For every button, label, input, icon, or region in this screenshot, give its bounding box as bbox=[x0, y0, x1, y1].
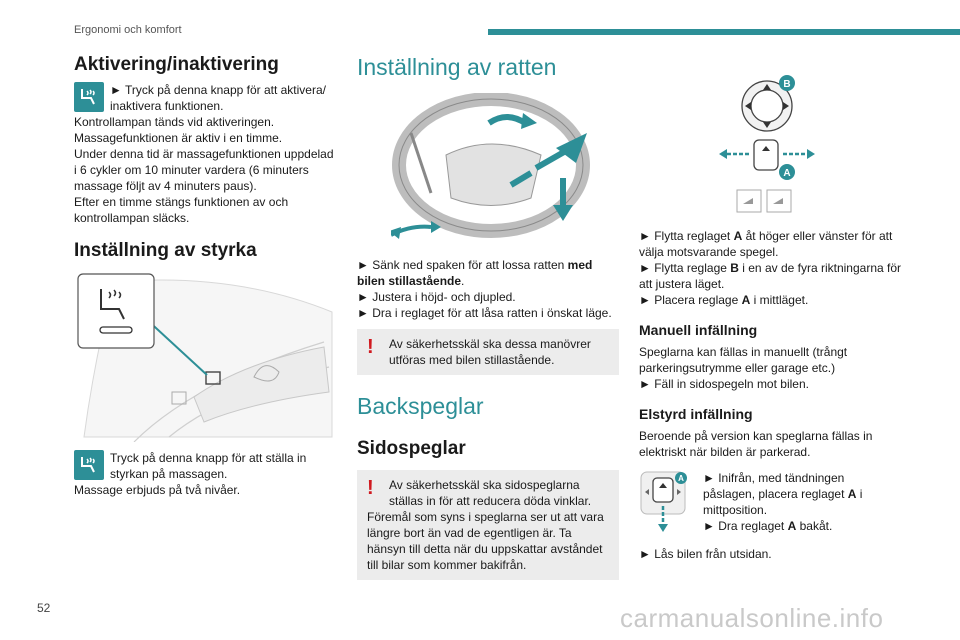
heading-electric-fold: Elstyrd infällning bbox=[639, 406, 753, 422]
mirror-bullet-2-bold: B bbox=[730, 261, 739, 275]
electric-bullet-1-text: ► Inifrån, med tändningen påslagen, plac… bbox=[703, 471, 848, 501]
electric-fold-text: Beroende på version kan speglarna fällas… bbox=[639, 429, 873, 459]
activation-row: ► Tryck på denna knapp för att aktivera/… bbox=[74, 82, 336, 114]
wheel-bullet-1-bold: med bilen stillastående bbox=[357, 258, 593, 288]
mirror-bullet-2-text: ► Flytta reglage bbox=[639, 261, 731, 275]
electric-fold-row: A ► Inifrån, med tändningen påslagen, pl… bbox=[639, 470, 901, 534]
mirror-control-illustration: B A bbox=[719, 54, 819, 214]
column-left: Aktivering/inaktivering ► Tryck på denna… bbox=[74, 54, 336, 498]
page-number: 52 bbox=[37, 601, 51, 615]
heading-manual-fold: Manuell infällning bbox=[639, 322, 758, 338]
massage-strength-icon bbox=[74, 450, 104, 480]
watermark: carmanualsonline.info bbox=[620, 603, 884, 633]
warning-text-mirrors-b: Föremål som syns i speglarna ser ut att … bbox=[367, 510, 604, 572]
mirror-bullet-3-bold: A bbox=[741, 293, 751, 307]
electric-bullet-1-bold: A bbox=[847, 487, 857, 501]
electric-bullet-2-text: ► Dra reglaget bbox=[703, 519, 788, 533]
fold-control-illustration: A bbox=[639, 470, 697, 534]
label-a-small: A bbox=[678, 474, 684, 483]
warning-text-wheel: Av säkerhetsskäl ska dessa manövrer utfö… bbox=[389, 337, 591, 367]
mirror-bullet-2: ► Flytta reglage B i en av de fyra riktn… bbox=[639, 260, 901, 292]
warning-box-wheel: ! Av säkerhetsskäl ska dessa manövrer ut… bbox=[357, 329, 619, 375]
activation-text-2: Massagefunktionen är aktiv i en timme. bbox=[74, 131, 283, 145]
mirror-bullet-1-bold: A bbox=[733, 229, 743, 243]
mirror-bullet-2-end: i en av de fyra riktningarna för att jus… bbox=[639, 261, 902, 291]
electric-bullet-2: ► Dra reglaget A bakåt. bbox=[703, 518, 893, 534]
heading-side-mirrors: Sidospeglar bbox=[357, 438, 466, 459]
wheel-bullet-2: ► Justera i höjd- och djupled. bbox=[357, 290, 516, 304]
heading-activation: Aktivering/inaktivering bbox=[74, 54, 279, 75]
header-accent-bar bbox=[488, 29, 960, 35]
header-section-title: Ergonomi och komfort bbox=[74, 24, 182, 36]
steering-wheel-illustration bbox=[389, 92, 591, 243]
activation-text-4: Efter en timme stängs funktionen av och … bbox=[74, 195, 289, 225]
electric-bullet-1: ► Inifrån, med tändningen påslagen, plac… bbox=[703, 470, 893, 518]
electric-bullet-1-end: i mittposition. bbox=[703, 487, 863, 517]
strength-row: Tryck på denna knapp för att ställa in s… bbox=[74, 450, 336, 482]
seat-control-illustration bbox=[74, 272, 336, 443]
warning-icon: ! bbox=[367, 336, 374, 358]
wheel-bullet-1: ► Sänk ned spaken för att lossa ratten m… bbox=[357, 257, 619, 289]
warning-text-mirrors-a: Av säkerhetsskäl ska sidospeglarna ställ… bbox=[389, 478, 592, 508]
mirror-bullet-1-end: åt höger eller vänster för att välja mot… bbox=[639, 229, 893, 259]
manual-fold-text: Speglarna kan fällas in manuellt (trångt… bbox=[639, 345, 848, 375]
warning-icon: ! bbox=[367, 477, 374, 499]
wheel-bullet-1-end: . bbox=[461, 274, 465, 288]
strength-levels-text: Massage erbjuds på två nivåer. bbox=[74, 483, 241, 497]
label-a: A bbox=[783, 168, 790, 179]
strength-text: Tryck på denna knapp för att ställa in s… bbox=[110, 451, 307, 481]
heading-strength: Inställning av styrka bbox=[74, 240, 257, 261]
mirror-bullet-1: ► Flytta reglaget A åt höger eller vänst… bbox=[639, 228, 901, 260]
mirror-bullet-3: ► Placera reglage A i mittläget. bbox=[639, 292, 901, 308]
mirror-bullet-1-text: ► Flytta reglaget bbox=[639, 229, 734, 243]
label-b: B bbox=[783, 79, 790, 90]
activation-text-1: Kontrollampan tänds vid aktiveringen. bbox=[74, 115, 275, 129]
wheel-bullet-1-text: ► Sänk ned spaken för att lossa ratten bbox=[357, 258, 568, 272]
activation-text-3: Under denna tid är massagefunktionen upp… bbox=[74, 147, 334, 193]
electric-bullet-2-end: bakåt. bbox=[796, 519, 833, 533]
column-middle: Inställning av ratten ► Sänk ned spaken … bbox=[357, 54, 619, 580]
massage-seat-icon bbox=[74, 82, 104, 112]
mirror-bullet-3-text: ► Placera reglage bbox=[639, 293, 742, 307]
column-right: B A ► Flytta reglaget A åt höger eller v… bbox=[639, 54, 901, 562]
manual-fold-bullet: ► Fäll in sidospegeln mot bilen. bbox=[639, 377, 809, 391]
mirror-bullet-3-end: i mittläget. bbox=[750, 293, 809, 307]
heading-steering-wheel: Inställning av ratten bbox=[357, 54, 557, 80]
electric-bullet-3: ► Lås bilen från utsidan. bbox=[639, 547, 772, 561]
wheel-bullet-3: ► Dra i reglaget för att låsa ratten i ö… bbox=[357, 306, 612, 320]
activation-bullet: ► Tryck på denna knapp för att aktivera/… bbox=[110, 83, 326, 113]
electric-bullet-2-bold: A bbox=[787, 519, 797, 533]
warning-box-mirrors: ! Av säkerhetsskäl ska sidospeglarna stä… bbox=[357, 470, 619, 580]
heading-mirrors: Backspeglar bbox=[357, 393, 484, 419]
electric-fold-steps: ► Inifrån, med tändningen påslagen, plac… bbox=[703, 470, 893, 534]
